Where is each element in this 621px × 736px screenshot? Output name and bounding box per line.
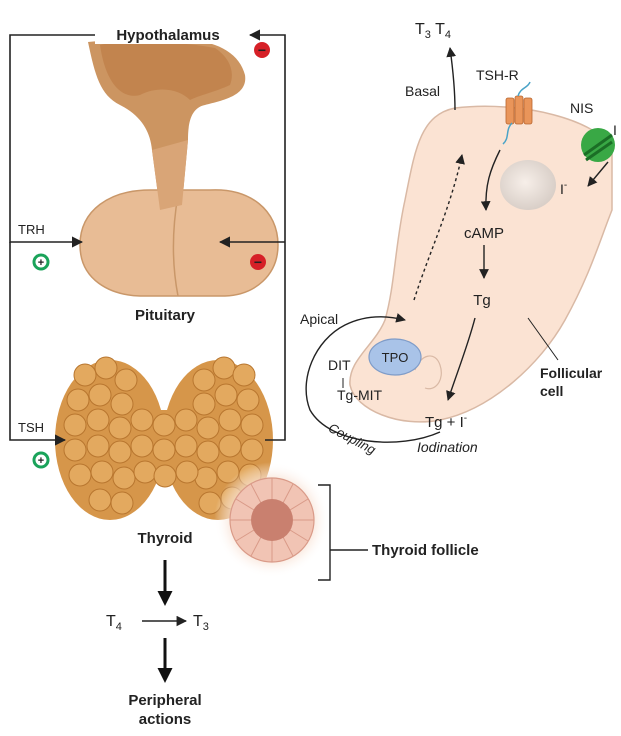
- trh-label: TRH: [18, 222, 45, 237]
- camp-label: cAMP: [464, 225, 504, 242]
- t3-bottom-label: T3: [193, 613, 209, 633]
- nis-label: NIS: [570, 100, 593, 116]
- negative-sign-hypothalamus: −: [254, 42, 270, 58]
- tsh-r-label: TSH-R: [476, 67, 519, 83]
- nis-transporter: [581, 128, 615, 162]
- apical-label: Apical: [300, 311, 338, 327]
- positive-sign-tsh: +: [34, 453, 48, 467]
- pituitary-label: Pituitary: [135, 307, 196, 324]
- thyroid-follicle-label: Thyroid follicle: [372, 542, 479, 559]
- peripheral-actions-label: Peripheral: [128, 692, 201, 709]
- tsh-arrow: [10, 242, 65, 440]
- follicular-cell-label-line2: cell: [540, 383, 563, 399]
- t4-bottom-label: T4: [106, 613, 122, 633]
- basal-release-arrow: [450, 48, 455, 110]
- svg-text:−: −: [258, 42, 266, 58]
- peripheral-actions-label-line2: actions: [139, 711, 192, 728]
- svg-text:TPO: TPO: [382, 350, 409, 365]
- dit-label: DIT: [328, 357, 351, 373]
- follicular-cell-label: Follicular: [540, 365, 603, 381]
- cell-nucleus: [500, 160, 556, 210]
- thyroid-follicle: [214, 462, 330, 578]
- t3-t4-top-label: T3 T4: [415, 21, 451, 41]
- iodination-label: Iodination: [417, 439, 478, 455]
- tg-label: Tg: [473, 292, 491, 309]
- trh-arrow: [10, 35, 95, 242]
- iodide-outside-label: I: [613, 122, 617, 138]
- coupling-label: Coupling: [326, 420, 379, 458]
- basal-label: Basal: [405, 83, 440, 99]
- tsh-label: TSH: [18, 420, 44, 435]
- thyroid-label: Thyroid: [138, 530, 193, 547]
- svg-text:−: −: [254, 254, 262, 270]
- svg-text:+: +: [38, 455, 44, 467]
- negative-sign-pituitary: −: [250, 254, 266, 270]
- pituitary-shape: [80, 190, 278, 296]
- positive-sign-trh: +: [34, 255, 48, 269]
- tg-mit-label: Tg-MIT: [337, 387, 383, 403]
- svg-text:+: +: [38, 257, 44, 269]
- tg-plus-i-label: Tg + I-: [425, 413, 467, 431]
- hypothalamus-label: Hypothalamus: [116, 27, 219, 44]
